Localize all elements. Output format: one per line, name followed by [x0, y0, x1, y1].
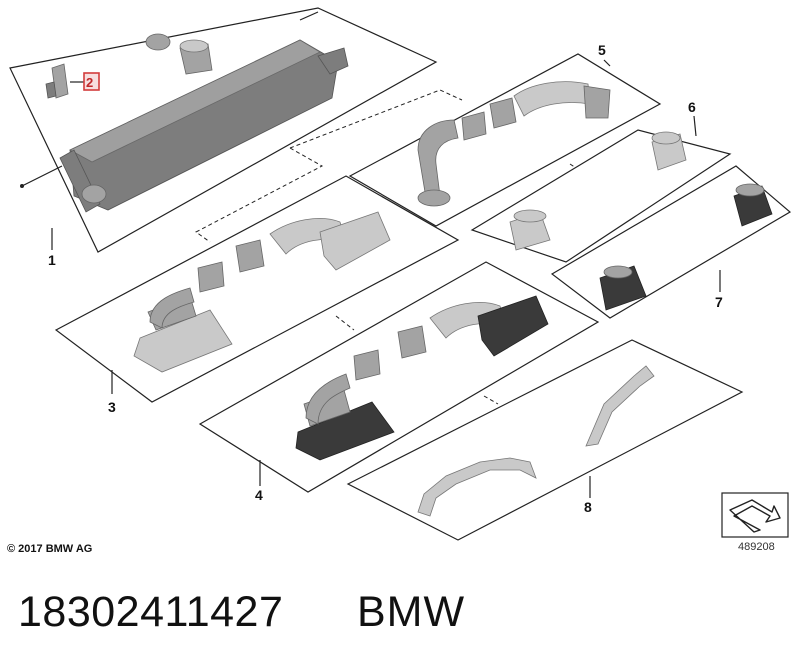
callout-8[interactable]: 8 — [584, 499, 592, 515]
tailpipe-set-3-icon — [133, 211, 391, 373]
panel-3-tailpipe-set: 3 — [54, 175, 460, 415]
callout-4[interactable]: 4 — [255, 487, 263, 503]
callout-2[interactable]: 2 — [86, 75, 93, 90]
copyright-text: © 2017 BMW AG — [7, 543, 93, 555]
panel-8-brackets: 8 — [346, 339, 744, 541]
tailpipe-trim-7-icon — [599, 183, 773, 311]
orientation-arrow-icon — [721, 492, 789, 538]
pipe-set-5-icon — [417, 81, 611, 207]
panel-4-tailpipe-set-carbon: 4 — [198, 261, 600, 503]
callout-7[interactable]: 7 — [715, 294, 723, 310]
panel-6-tailpipe-trims: 6 — [470, 99, 732, 263]
brand-name: BMW — [357, 588, 466, 636]
panel-5-pipe-set: 5 — [348, 42, 662, 227]
tailpipe-trim-6-icon — [509, 131, 687, 251]
callout-1[interactable]: 1 — [48, 252, 56, 268]
callout-3[interactable]: 3 — [108, 399, 116, 415]
callout-5[interactable]: 5 — [598, 42, 606, 58]
panel-7-tailpipe-trims-carbon: 7 — [550, 165, 792, 319]
image-number: 489208 — [738, 541, 775, 553]
panel-1-rear-silencer: 2 1 — [9, 7, 438, 268]
rear-silencer-icon — [20, 11, 349, 213]
callout-2-highlight[interactable] — [83, 72, 100, 91]
tailpipe-set-4-icon — [295, 295, 549, 461]
part-number: 18302411427 — [18, 588, 284, 636]
callout-6[interactable]: 6 — [688, 99, 696, 115]
bracket-icon — [45, 63, 69, 99]
bracket-8-icon — [417, 365, 655, 517]
